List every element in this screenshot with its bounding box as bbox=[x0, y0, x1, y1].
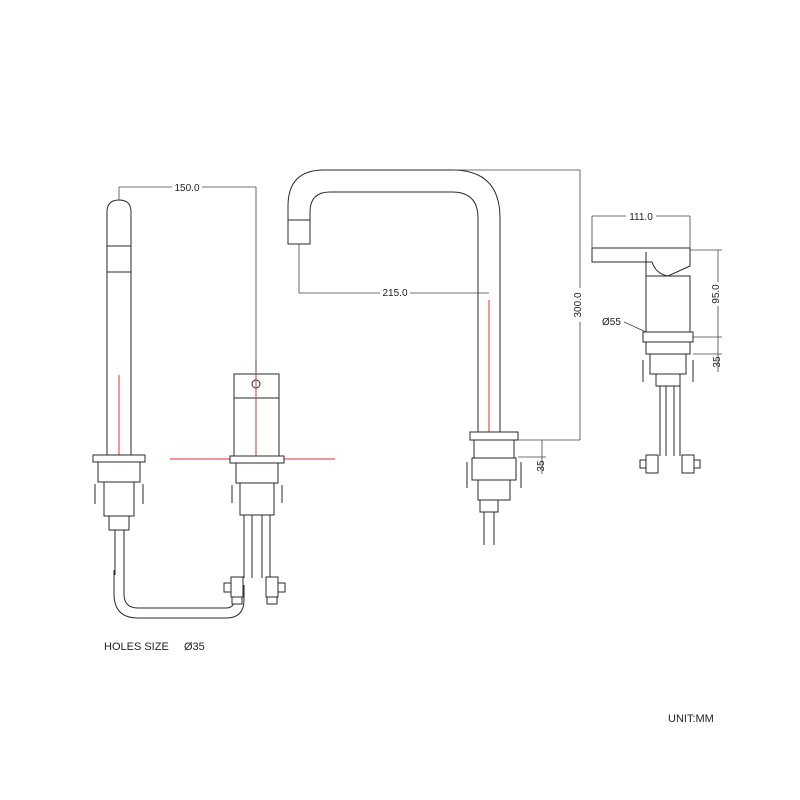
dimension-35-right: 35 bbox=[693, 337, 723, 372]
middle-spout-view: 215.0 300.0 35 bbox=[287, 169, 584, 545]
handle-body-left bbox=[170, 360, 335, 605]
left-side-view: 150.0 HOLES SIZE Ø35 bbox=[92, 181, 335, 653]
connecting-hose bbox=[113, 570, 245, 619]
valve-fitting bbox=[223, 576, 244, 605]
dimension-label: 300.0 bbox=[573, 292, 584, 317]
dimension-300: 300.0 bbox=[452, 169, 584, 441]
dimension-dia-55: Ø55 bbox=[602, 317, 647, 333]
dimension-label: 35 bbox=[712, 356, 723, 368]
right-handle-view: 111.0 95.0 35 Ø55 bbox=[591, 210, 723, 474]
dimension-label: Ø55 bbox=[602, 317, 621, 328]
dimension-150: 150.0 bbox=[118, 181, 257, 374]
dimension-95: 95.0 bbox=[690, 249, 722, 338]
valve-fitting bbox=[265, 576, 286, 605]
valve-fitting bbox=[681, 454, 701, 474]
spout-column bbox=[92, 199, 146, 575]
dimension-label: 150.0 bbox=[174, 183, 199, 194]
dimension-35-middle: 35 bbox=[518, 440, 547, 474]
dimension-label: 111.0 bbox=[629, 212, 653, 223]
dimension-label: 35 bbox=[536, 460, 547, 472]
holes-size-label: HOLES SIZE bbox=[104, 641, 169, 653]
dimension-111: 111.0 bbox=[591, 210, 691, 248]
unit-label: UNIT:MM bbox=[668, 713, 714, 725]
dimension-215: 215.0 bbox=[298, 244, 489, 299]
dimension-label: 95.0 bbox=[711, 284, 722, 304]
valve-fitting bbox=[639, 454, 659, 474]
holes-size-value: Ø35 bbox=[184, 641, 205, 653]
dimension-label: 215.0 bbox=[382, 288, 407, 299]
